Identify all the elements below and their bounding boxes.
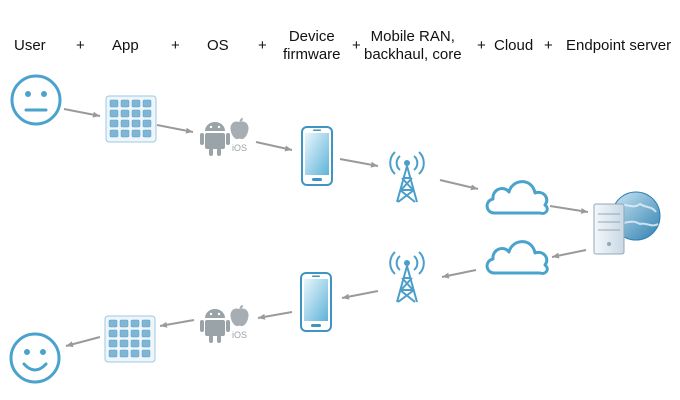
flow-arrow: [551, 249, 587, 259]
apple-icon: [230, 305, 249, 327]
flow-arrow: [65, 336, 101, 348]
label-device-firmware: Device firmware: [283, 28, 341, 63]
flow-arrow: [341, 290, 379, 300]
flow-arrow: [339, 158, 379, 168]
cell-tower-icon: [389, 251, 425, 303]
os-icons-group: iOS: [200, 305, 249, 343]
ios-badge: iOS: [232, 330, 247, 340]
flow-arrow: [257, 311, 293, 320]
plus-sign: +: [477, 37, 486, 54]
label-app: App: [112, 37, 139, 54]
label-mobile-ran: Mobile RAN, backhaul, core: [364, 28, 462, 63]
cloud-icon: [485, 240, 549, 275]
plus-sign: +: [171, 37, 180, 54]
plus-sign: +: [352, 37, 361, 54]
header-row: User + App + OS + Device firmware + Mobi…: [0, 0, 680, 72]
flow-arrow: [439, 179, 479, 191]
cell-tower-icon: [389, 151, 425, 203]
flow-arrow: [63, 108, 101, 118]
flow-arrow: [255, 141, 293, 152]
android-icon: [200, 122, 230, 156]
cloud-icon: [485, 180, 549, 215]
app-grid-icon: [104, 315, 156, 363]
user-neutral-face-icon: [10, 74, 62, 126]
android-icon: [200, 309, 230, 343]
user-smiley-face-icon: [9, 332, 61, 384]
flow-arrow: [159, 319, 195, 328]
os-icons-group: iOS: [200, 118, 249, 156]
apple-icon: [230, 118, 249, 140]
smartphone-icon: [300, 272, 332, 332]
flow-arrow: [441, 269, 477, 279]
smartphone-icon: [301, 126, 333, 186]
plus-sign: +: [258, 37, 267, 54]
flow-arrow: [156, 124, 194, 134]
label-user: User: [14, 37, 46, 54]
label-os: OS: [207, 37, 229, 54]
endpoint-server-icon: [593, 191, 661, 255]
ios-badge: iOS: [232, 143, 247, 153]
label-endpoint-server: Endpoint server: [566, 37, 672, 54]
flow-arrow: [549, 205, 589, 214]
plus-sign: +: [544, 37, 553, 54]
app-grid-icon: [105, 95, 157, 143]
plus-sign: +: [76, 37, 85, 54]
label-cloud: Cloud: [494, 37, 534, 54]
